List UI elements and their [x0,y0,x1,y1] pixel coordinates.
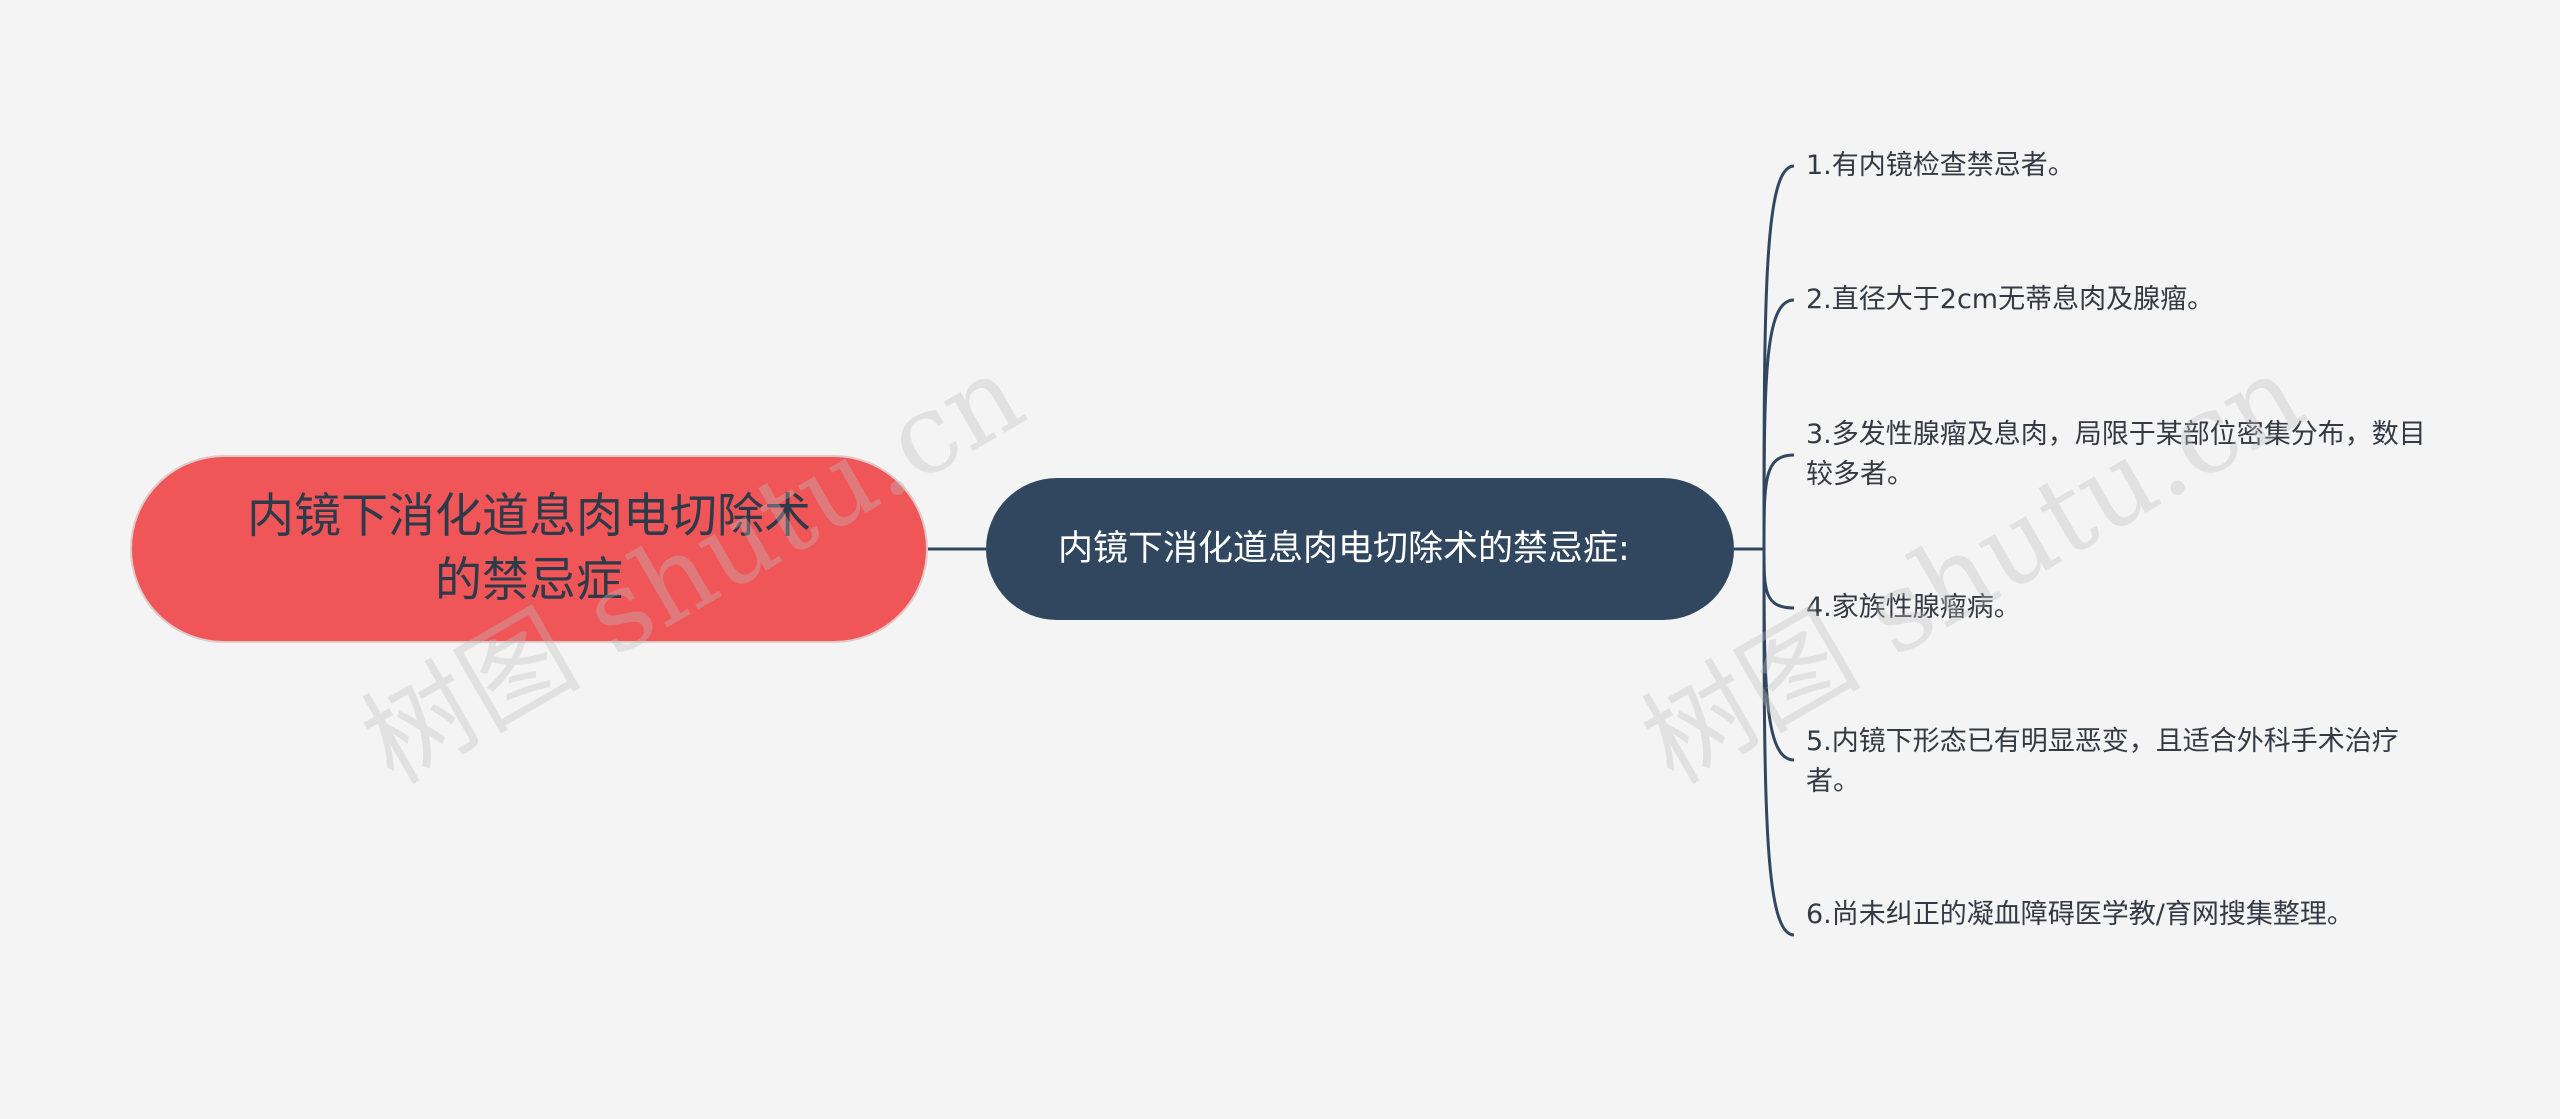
branch-topic-label: 内镜下消化道息肉电切除术的禁忌症: [1058,529,1630,569]
leaf-label: 5.内镜下形态已有明显恶变，且适合外科手术治疗者。 [1806,726,2399,797]
root-topic-label: 内镜下消化道息肉电切除术的禁忌症 [247,489,811,608]
leaf-label: 1.有内镜检查禁忌者。 [1806,150,2075,181]
leaf-connector-5 [1762,548,1795,762]
leaf-topic-2[interactable]: 2.直径大于2cm无蒂息肉及腺瘤。 [1806,280,2426,320]
leaf-connector-2 [1762,298,1795,550]
leaf-topic-4[interactable]: 4.家族性腺瘤病。 [1806,588,2426,628]
root-topic-node[interactable]: 内镜下消化道息肉电切除术的禁忌症 [130,455,928,643]
leaf-connector-3 [1762,453,1795,550]
leaf-topic-3[interactable]: 3.多发性腺瘤及息肉，局限于某部位密集分布，数目较多者。 [1806,415,2426,495]
leaf-label: 3.多发性腺瘤及息肉，局限于某部位密集分布，数目较多者。 [1806,419,2426,490]
leaf-label: 6.尚未纠正的凝血障碍医学教/育网搜集整理。 [1806,899,2354,930]
leaf-topic-1[interactable]: 1.有内镜检查禁忌者。 [1806,146,2426,186]
leaf-topic-6[interactable]: 6.尚未纠正的凝血障碍医学教/育网搜集整理。 [1806,895,2426,935]
leaf-label: 4.家族性腺瘤病。 [1806,592,2021,623]
branch-topic-node[interactable]: 内镜下消化道息肉电切除术的禁忌症: [986,478,1734,620]
leaf-topic-5[interactable]: 5.内镜下形态已有明显恶变，且适合外科手术治疗者。 [1806,722,2426,802]
leaf-connector-6 [1762,548,1795,937]
leaf-label: 2.直径大于2cm无蒂息肉及腺瘤。 [1806,284,2215,315]
leaf-connector-4 [1762,548,1795,610]
